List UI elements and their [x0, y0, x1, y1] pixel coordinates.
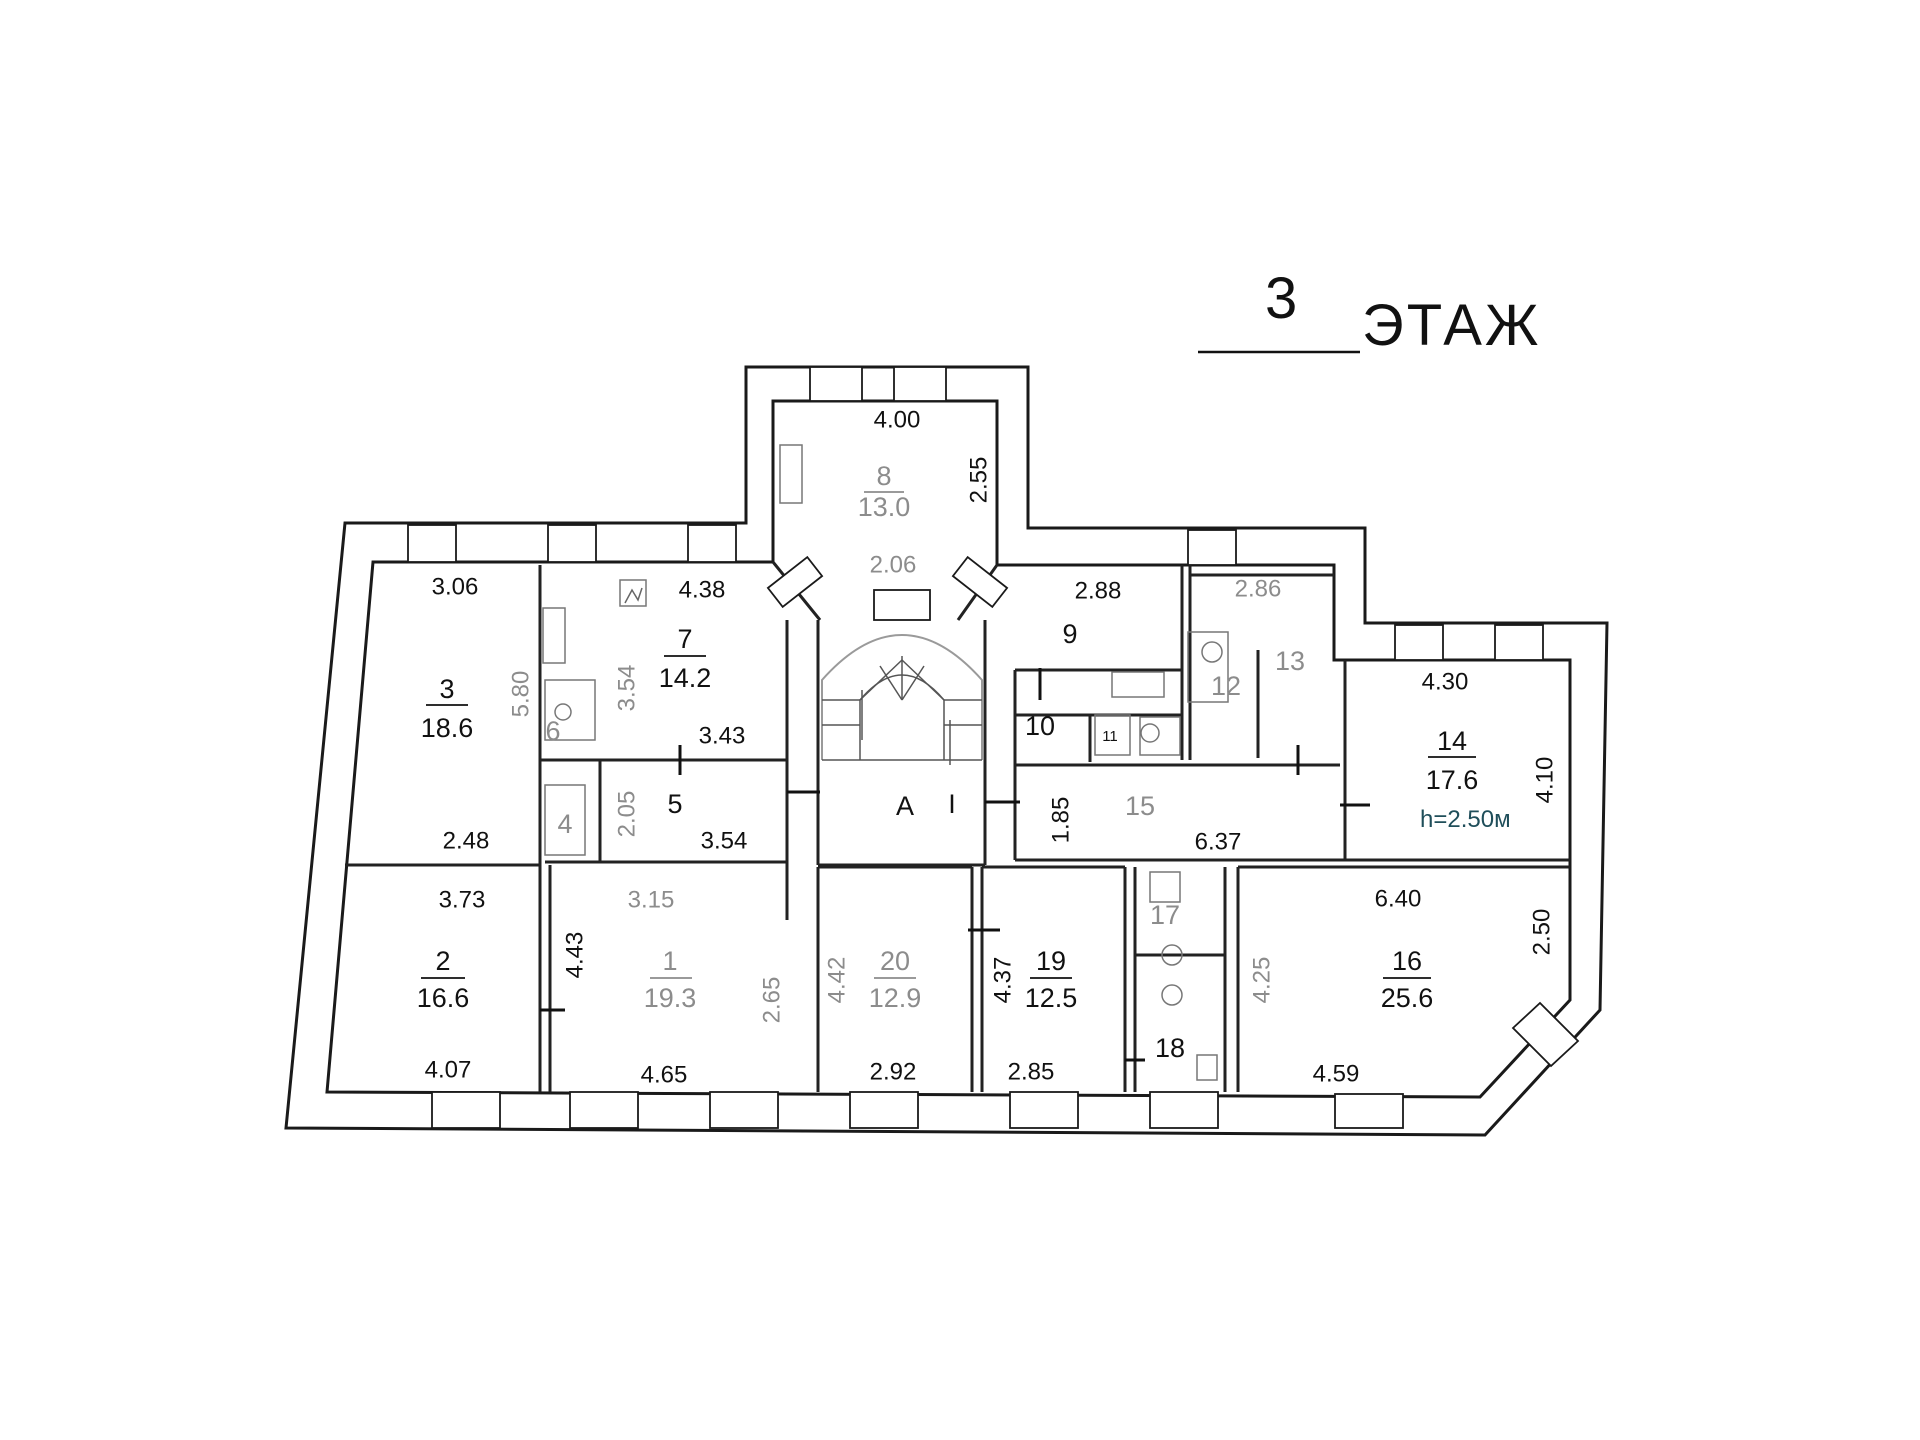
dim-label: 2.55	[965, 457, 992, 504]
room-10-number: 10	[1025, 711, 1055, 741]
room-2-number: 2	[435, 946, 450, 976]
window	[849, 1091, 919, 1129]
dimension-labels: 4.00 2.55 2.06 3.06 4.38 5.80 3.54 3.43 …	[425, 406, 1559, 1088]
window	[569, 1091, 639, 1129]
floor-number: 3	[1265, 266, 1297, 331]
room-labels: 8 13.0 3 18.6 7 14.2 6 4 5 9 10 11 12 13…	[417, 461, 1511, 1063]
room-18-number: 18	[1155, 1033, 1185, 1063]
dim-label: 4.25	[1248, 957, 1275, 1004]
stair-window	[873, 589, 931, 621]
window	[809, 366, 863, 402]
dim-label: 4.42	[823, 957, 850, 1004]
window	[893, 366, 947, 402]
room-5-number: 5	[667, 789, 682, 819]
room-14-area: 17.6	[1426, 765, 1479, 795]
room-16-number: 16	[1392, 946, 1422, 976]
dim-label: 2.48	[443, 827, 490, 854]
window	[1009, 1091, 1079, 1129]
dim-label: 4.10	[1531, 757, 1558, 804]
room-3-area: 18.6	[421, 713, 474, 743]
window	[1149, 1091, 1219, 1129]
zigzag-icon	[624, 587, 643, 604]
window	[407, 524, 457, 563]
dim-label: 2.50	[1528, 909, 1555, 956]
room-3-number: 3	[439, 674, 454, 704]
window	[1334, 1093, 1404, 1129]
room-20-area: 12.9	[869, 983, 922, 1013]
room-15-number: 15	[1125, 791, 1155, 821]
room-20-number: 20	[880, 946, 910, 976]
chimney-icon	[619, 579, 647, 607]
room-11-number: 11	[1102, 728, 1118, 745]
dim-label: 5.80	[507, 671, 534, 718]
window	[547, 524, 597, 563]
bay-window	[766, 555, 824, 609]
room-12-number: 12	[1211, 671, 1241, 701]
dim-label: 2.86	[1235, 575, 1282, 602]
bay-window	[951, 555, 1009, 609]
room-9-number: 9	[1062, 619, 1077, 649]
interior-walls	[345, 565, 1570, 1092]
dim-label: 6.40	[1375, 885, 1422, 912]
dim-label: 6.37	[1195, 828, 1242, 855]
room-19-area: 12.5	[1025, 983, 1078, 1013]
dim-label: 4.00	[874, 406, 921, 433]
room-2-area: 16.6	[417, 983, 470, 1013]
dim-label: 4.65	[641, 1061, 688, 1088]
room-17-number: 17	[1150, 900, 1180, 930]
door-marks	[540, 668, 1370, 1062]
dim-label: 2.05	[613, 791, 640, 838]
dim-label: 2.85	[1008, 1058, 1055, 1085]
floor-title: ЭТАЖ	[1362, 293, 1541, 358]
room-7-area: 14.2	[659, 663, 712, 693]
room-7-number: 7	[677, 624, 692, 654]
window	[687, 524, 737, 563]
dim-label: 3.73	[439, 886, 486, 913]
dim-label: 2.06	[870, 551, 917, 578]
dim-label: 3.15	[628, 886, 675, 913]
stair-mark: I	[948, 789, 956, 819]
window	[709, 1091, 779, 1129]
room-13-number: 13	[1275, 646, 1305, 676]
staircase	[821, 589, 983, 765]
room-14-number: 14	[1437, 726, 1467, 756]
window	[1394, 624, 1444, 661]
dim-label: 4.38	[679, 576, 726, 603]
room-1-area: 19.3	[644, 983, 697, 1013]
dim-label: 2.92	[870, 1058, 917, 1085]
room-8-number: 8	[876, 461, 891, 491]
dim-label: 2.65	[758, 977, 785, 1024]
dim-label: 3.06	[432, 573, 479, 600]
room-8-area: 13.0	[858, 492, 911, 522]
stair-label: А	[896, 791, 914, 821]
room-4-number: 4	[557, 809, 572, 839]
outer-wall-outer	[284, 365, 1609, 1137]
dim-label: 2.88	[1075, 577, 1122, 604]
window	[1494, 624, 1544, 661]
dim-label: 4.37	[989, 957, 1016, 1004]
room-16-area: 25.6	[1381, 983, 1434, 1013]
window	[1187, 529, 1237, 566]
dim-label: 3.43	[699, 722, 746, 749]
dim-label: 3.54	[701, 827, 748, 854]
window	[431, 1091, 501, 1129]
window	[1511, 1001, 1580, 1068]
dim-label: 4.07	[425, 1056, 472, 1083]
dim-label: 4.59	[1313, 1060, 1360, 1087]
fixtures	[542, 444, 1229, 1081]
dim-label: 4.30	[1422, 668, 1469, 695]
dim-label: 4.43	[561, 932, 588, 979]
dim-label: 1.85	[1047, 797, 1074, 844]
room-19-number: 19	[1036, 946, 1066, 976]
dim-label: 3.54	[613, 665, 640, 712]
room-6-number: 6	[545, 716, 560, 746]
room-1-number: 1	[662, 946, 677, 976]
height-note: h=2.50м	[1420, 806, 1511, 833]
